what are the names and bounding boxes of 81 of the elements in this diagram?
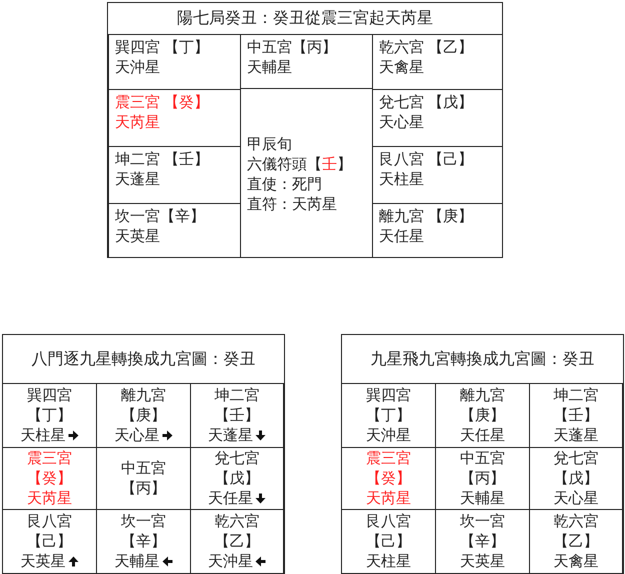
cell-text: 【己】 — [366, 532, 411, 552]
cell-text: 【乙】 — [554, 532, 598, 552]
cell-text: 天禽星 — [379, 58, 424, 78]
cell-text: 天英星 — [20, 552, 66, 572]
cell-text: 【乙】 — [214, 532, 260, 552]
cell-text: 天英星 — [115, 228, 160, 247]
cell-text: 震三宮 — [27, 449, 72, 468]
cell-text: 兌七宮 【戊】 — [379, 93, 473, 113]
cell-text: 離九宮 — [121, 386, 166, 406]
cell-text: 艮八宮 — [366, 512, 411, 532]
cell-text: 震三宮 【癸】 — [115, 93, 209, 113]
cell-text: 天柱星 — [20, 426, 66, 446]
cell-text: 甲辰旬 — [247, 136, 292, 155]
cell-text: 【丁】 — [27, 406, 72, 426]
table — [2, 334, 285, 574]
cell-text: 離九宮 【庚】 — [379, 207, 473, 227]
cell-text: 天禽星 — [554, 552, 598, 572]
table-title: 陽七局癸丑：癸丑從震三宮起天芮星 — [108, 3, 502, 35]
cell-text: 【己】 — [27, 532, 72, 552]
cell-text: 天芮星 — [366, 490, 411, 508]
cell-text: 天芮星 — [27, 490, 72, 508]
cell-text: 離九宮 — [460, 386, 505, 406]
cell-text: 兌七宮 — [214, 449, 260, 468]
cell-text: 【癸】 — [27, 470, 72, 488]
cell-text: 天輔星 — [247, 58, 292, 78]
cell-text: 天沖星 — [115, 58, 160, 78]
cell-text: 【辛】 — [460, 532, 505, 552]
cell-text: 中五宮 — [121, 459, 166, 478]
cell-text: 天任星 — [379, 228, 424, 247]
cell-text: 坤二宮 — [214, 386, 260, 406]
cell-text: 天心星 — [379, 113, 424, 133]
cell-text: 艮八宮 【己】 — [379, 150, 473, 170]
cell-text: 天輔星 — [114, 552, 160, 572]
cell-text: 【戊】 — [554, 470, 598, 488]
cell-text: 天輔星 — [460, 490, 505, 508]
cell-text: 【庚】 — [121, 406, 166, 426]
cell-text: 天英星 — [460, 552, 505, 572]
cell-text: 天蓬星 — [115, 170, 160, 190]
cell-text: 直符：天芮星 — [247, 196, 337, 215]
cell-text: 六儀符頭【壬】 — [247, 156, 352, 175]
table — [341, 334, 624, 574]
cell-text: 【辛】 — [121, 532, 166, 552]
table — [107, 2, 503, 258]
cell-text: 直使：死門 — [247, 176, 322, 195]
cell-text: 天心星 — [114, 426, 160, 446]
table-title: 九星飛九宮轉換成九宮圖：癸丑 — [342, 335, 623, 384]
cell-text: 中五宮 — [460, 449, 505, 468]
cell-text: 天柱星 — [366, 552, 411, 572]
cell-text: 坎一宮 — [121, 512, 166, 532]
cell-text: 乾六宮 — [554, 512, 598, 532]
cell-text: 坎一宮 — [460, 512, 505, 532]
cell-text: 兌七宮 — [554, 449, 598, 468]
cell-text: 坤二宮 【壬】 — [115, 150, 209, 170]
cell-text: 【壬】 — [214, 406, 260, 426]
cell-text: 坎一宮【辛】 — [115, 207, 205, 227]
cell-text: 天芮星 — [115, 114, 160, 133]
cell-text: 【癸】 — [366, 470, 411, 488]
cell-text: 震三宮 — [366, 449, 411, 468]
cell-text: 天蓬星 — [554, 426, 598, 446]
table-title: 八門逐九星轉換成九宮圖：癸丑 — [3, 335, 284, 384]
cell-text: 巽四宮 — [27, 386, 72, 406]
cell-text: 艮八宮 — [27, 512, 72, 532]
cell-text: 天蓬星 — [208, 426, 253, 446]
cell-text: 天心星 — [554, 489, 598, 508]
cell-text: 乾六宮 — [214, 512, 260, 532]
cell-text: 坤二宮 — [554, 386, 598, 406]
cell-text: 中五宮【丙】 — [247, 38, 337, 58]
cell-text: 【戊】 — [214, 470, 260, 488]
cell-text: 【壬】 — [554, 406, 598, 426]
cell-text: 巽四宮 【丁】 — [115, 38, 209, 58]
cell-text: 【丙】 — [121, 480, 166, 498]
cell-text: 乾六宮 【乙】 — [379, 38, 473, 58]
cell-text: 【庚】 — [460, 406, 505, 426]
cell-text: 【丁】 — [366, 406, 411, 426]
cell-text: 【丙】 — [460, 470, 505, 488]
cell-text: 天沖星 — [208, 552, 253, 572]
cell-text: 天任星 — [460, 426, 505, 446]
cell-text: 天任星 — [208, 490, 253, 508]
cell-text: 天柱星 — [379, 170, 424, 190]
cell-text: 天沖星 — [366, 426, 411, 446]
cell-text: 巽四宮 — [366, 386, 411, 406]
